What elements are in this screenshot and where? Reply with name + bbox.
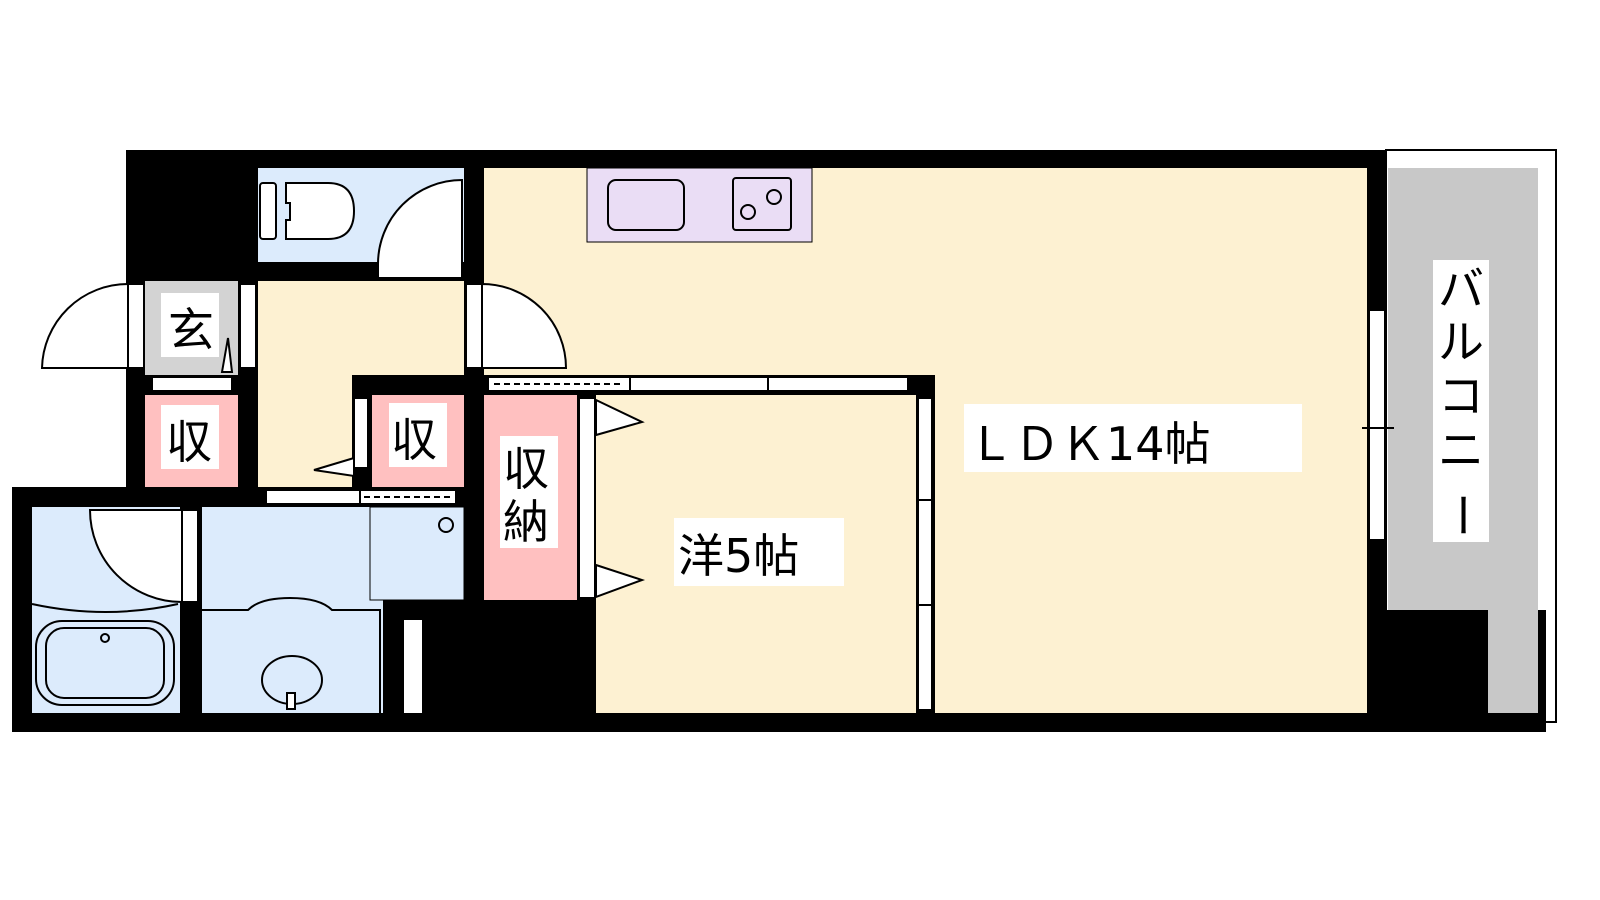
label-ldk: ＬＤＫ14帖 bbox=[968, 417, 1211, 471]
door-frame bbox=[127, 283, 145, 369]
balcony bbox=[1488, 610, 1538, 713]
door-swing bbox=[313, 456, 355, 478]
door-swing bbox=[220, 337, 234, 373]
sink-icon bbox=[202, 596, 381, 713]
label-balcony: ー bbox=[1435, 492, 1489, 538]
washer-space bbox=[369, 506, 465, 601]
sliding-door[interactable] bbox=[917, 397, 933, 711]
label-storage-mid: 収 bbox=[391, 413, 437, 467]
door-frame bbox=[151, 376, 233, 392]
door-ldk[interactable] bbox=[481, 282, 568, 369]
label-western: 洋5帖 bbox=[678, 529, 799, 583]
label-closet-2: 納 bbox=[503, 495, 549, 549]
kitchen-sink-icon bbox=[607, 179, 685, 231]
label-balcony: ニ bbox=[1438, 423, 1484, 477]
label-balcony: バ bbox=[1438, 262, 1484, 316]
door-frame bbox=[465, 283, 483, 369]
drain-icon bbox=[438, 517, 454, 533]
front-door[interactable] bbox=[40, 282, 129, 369]
door-frame bbox=[181, 509, 199, 603]
label-balcony: ル bbox=[1438, 315, 1484, 369]
sliding-door[interactable] bbox=[487, 376, 909, 392]
door-swing bbox=[595, 398, 645, 437]
toilet-icon bbox=[259, 182, 356, 240]
stove-icon bbox=[732, 177, 792, 231]
door-toilet[interactable] bbox=[377, 178, 463, 279]
door-swing bbox=[595, 563, 646, 599]
label-storage-left: 収 bbox=[166, 415, 212, 469]
label-balcony: コ bbox=[1438, 369, 1484, 423]
pipe-space bbox=[404, 620, 422, 713]
door-frame bbox=[353, 397, 369, 469]
window bbox=[1368, 309, 1386, 541]
hallway bbox=[258, 281, 464, 375]
closet-door[interactable] bbox=[578, 397, 596, 599]
label-entrance: 玄 bbox=[168, 303, 214, 357]
label-closet-1: 収 bbox=[503, 442, 549, 496]
door-bath[interactable] bbox=[88, 509, 183, 604]
door-frame bbox=[239, 283, 257, 369]
bathtub-icon bbox=[31, 603, 179, 706]
